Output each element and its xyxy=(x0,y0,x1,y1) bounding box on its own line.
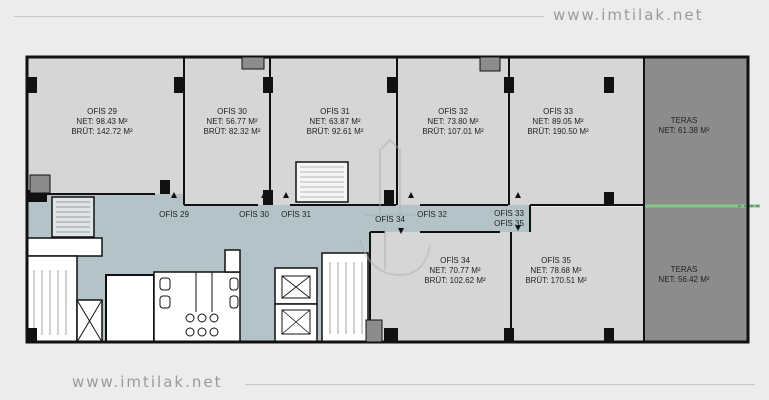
label-ofis32-net: NET: 73.80 M² xyxy=(427,117,479,126)
label-ofis30-net: NET: 56.77 M² xyxy=(206,117,258,126)
label-ofis30: OFİS 30 NET: 56.77 M² BRÜT: 82.32 M² xyxy=(204,107,261,137)
label-ofis29-brut: BRÜT: 142.72 M² xyxy=(71,127,133,136)
label-ofis32: OFİS 32 NET: 73.80 M² BRÜT: 107.01 M² xyxy=(422,107,483,137)
label-teras1-name: TERAS xyxy=(670,116,698,125)
label-ofis32-brut: BRÜT: 107.01 M² xyxy=(422,127,484,136)
label-ofis29: OFİS 29 NET: 98.43 M² BRÜT: 142.72 M² xyxy=(71,107,132,137)
room-ofis30 xyxy=(184,57,270,205)
label-teras2: TERAS NET: 56.42 M² xyxy=(658,265,709,285)
label-ofis35: OFİS 35 NET: 78.68 M² BRÜT: 170.51 M² xyxy=(525,256,586,286)
watermark-emblem xyxy=(359,138,431,277)
label-ofis34-brut: BRÜT: 102.62 M² xyxy=(424,276,486,285)
columns xyxy=(27,77,614,342)
door-label-ofis33: OFİS 33 xyxy=(494,209,524,218)
door-label-ofis35: OFİS 35 xyxy=(494,219,524,228)
watermark-top: www.imtilak.net xyxy=(553,6,704,24)
core-stair-right xyxy=(321,252,369,343)
room-ofis32 xyxy=(397,57,509,205)
door-label-ofis29: OFİS 29 xyxy=(159,210,189,219)
room-ofis33 xyxy=(509,57,644,205)
door-label-ofis34: OFİS 34 xyxy=(375,215,405,224)
core-wc xyxy=(153,271,241,343)
room-ofis35 xyxy=(511,207,644,342)
core-lobby xyxy=(105,274,155,343)
watermark-bottom: www.imtilak.net xyxy=(72,373,223,391)
label-teras1: TERAS NET: 61.38 M² xyxy=(658,116,709,136)
stair-corridor-left-steps xyxy=(56,201,90,233)
label-ofis35-name: OFİS 35 xyxy=(541,256,571,265)
label-ofis33-name: OFİS 33 xyxy=(543,107,573,116)
label-ofis32-name: OFİS 32 xyxy=(438,107,468,116)
label-ofis35-brut: BRÜT: 170.51 M² xyxy=(525,276,587,285)
wc-fixtures xyxy=(159,272,239,337)
room-teras2 xyxy=(644,207,748,342)
door-label-ofis31: OFİS 31 xyxy=(281,210,311,219)
door-label-ofis32: OFİS 32 xyxy=(417,210,447,219)
label-teras2-net: NET: 56.42 M² xyxy=(658,275,710,284)
label-ofis31: OFİS 31 NET: 63.87 M² BRÜT: 92.61 M² xyxy=(307,107,364,137)
label-ofis31-brut: BRÜT: 92.61 M² xyxy=(306,127,364,136)
core-stair-left xyxy=(26,255,78,343)
core-shafts xyxy=(26,237,103,257)
room-ofis29 xyxy=(27,57,184,194)
core-stair-right-steps xyxy=(329,262,363,334)
watermark-line-bottom xyxy=(245,384,755,385)
watermark-line-top xyxy=(14,16,544,17)
label-ofis34-name: OFİS 34 xyxy=(440,256,470,265)
shafts xyxy=(29,56,501,343)
core-stair-left-steps xyxy=(33,270,67,335)
label-teras1-net: NET: 61.38 M² xyxy=(658,126,710,135)
label-ofis34: OFİS 34 NET: 70.77 M² BRÜT: 102.62 M² xyxy=(424,256,485,286)
room-teras1 xyxy=(644,57,748,205)
label-teras2-name: TERAS xyxy=(670,265,698,274)
room-ofis34 xyxy=(370,232,511,342)
elevator-1 xyxy=(274,267,318,305)
label-ofis31-net: NET: 63.87 M² xyxy=(309,117,361,126)
label-ofis30-brut: BRÜT: 82.32 M² xyxy=(203,127,261,136)
label-ofis31-name: OFİS 31 xyxy=(320,107,350,116)
label-ofis30-name: OFİS 30 xyxy=(217,107,247,116)
stair-ofis31-steps xyxy=(300,166,344,198)
label-ofis33-net: NET: 89.05 M² xyxy=(532,117,584,126)
door-markers xyxy=(171,192,521,234)
core-storage xyxy=(224,249,241,273)
door-label-ofis30: OFİS 30 xyxy=(239,210,269,219)
label-ofis35-net: NET: 78.68 M² xyxy=(530,266,582,275)
label-ofis33: OFİS 33 NET: 89.05 M² BRÜT: 190.50 M² xyxy=(527,107,588,137)
label-ofis29-net: NET: 98.43 M² xyxy=(76,117,128,126)
label-ofis29-name: OFİS 29 xyxy=(87,107,117,116)
label-ofis33-brut: BRÜT: 190.50 M² xyxy=(527,127,589,136)
label-ofis34-net: NET: 70.77 M² xyxy=(429,266,481,275)
